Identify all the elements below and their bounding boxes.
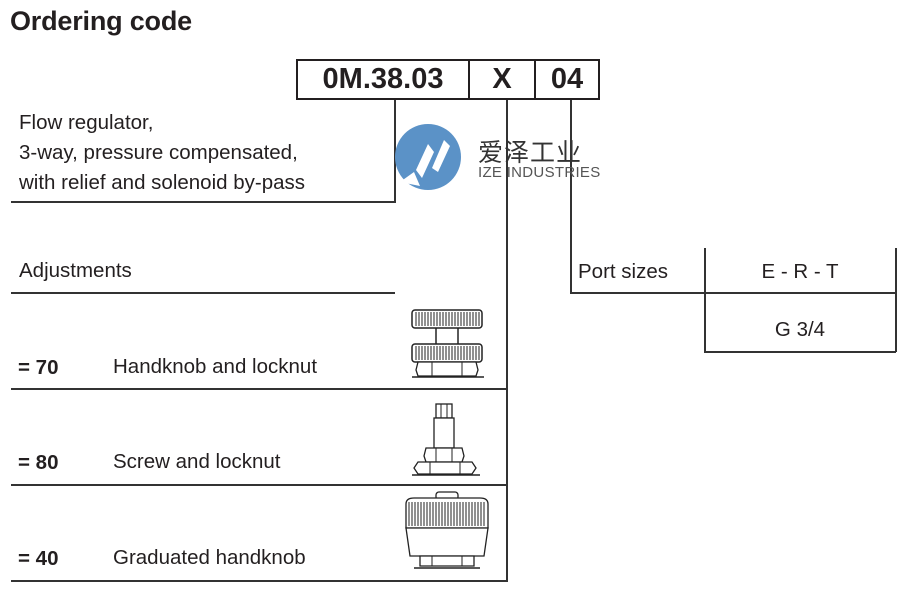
port-sizes-underline: [570, 292, 896, 294]
port-size-value: G 3/4: [774, 318, 826, 341]
description-line: Flow regulator,: [19, 111, 154, 134]
code-port-size: 04: [550, 63, 584, 95]
adjustment-code: = 80: [18, 451, 59, 474]
description-line: with relief and solenoid by-pass: [19, 171, 306, 194]
page-title: Ordering code: [10, 6, 192, 36]
port-column-header: E - R - T: [761, 260, 839, 283]
ordering-code-box: 0M.38.03 X 04: [296, 59, 600, 100]
code-base: 0M.38.03: [298, 61, 470, 98]
screw-locknut-icon: [410, 402, 490, 483]
adjustment-label: Graduated handknob: [113, 546, 306, 569]
connector-line-base: [394, 100, 396, 202]
watermark-brand-en: IZE INDUSTRIES: [478, 164, 601, 181]
row-divider: [11, 484, 507, 486]
handknob-locknut-icon: [408, 308, 488, 385]
row-divider: [11, 388, 507, 390]
product-description: Flow regulator, 3-way, pressure compensa…: [19, 108, 305, 198]
adjustments-heading-underline: [11, 292, 395, 294]
ize-logo-icon: [394, 122, 466, 197]
watermark-brand-cn: 爱泽工业: [478, 139, 583, 167]
adjustment-code: = 40: [18, 547, 59, 570]
port-table-left-border: [704, 248, 706, 352]
description-underline: [11, 201, 396, 203]
adjustment-label: Handknob and locknut: [113, 355, 318, 378]
connector-line-port: [570, 100, 572, 294]
code-adjustment: X: [470, 61, 536, 98]
port-sizes-heading: Port sizes: [578, 260, 668, 283]
port-table-right-border: [895, 248, 897, 352]
adjustment-code: = 70: [18, 356, 59, 379]
description-line: 3-way, pressure compensated,: [19, 141, 298, 164]
port-table-bottom-border: [704, 351, 896, 353]
connector-line-adjustment: [506, 100, 508, 582]
row-divider: [11, 580, 507, 582]
adjustment-label: Screw and locknut: [113, 450, 281, 473]
adjustments-heading: Adjustments: [19, 259, 132, 282]
graduated-handknob-icon: [400, 490, 494, 577]
